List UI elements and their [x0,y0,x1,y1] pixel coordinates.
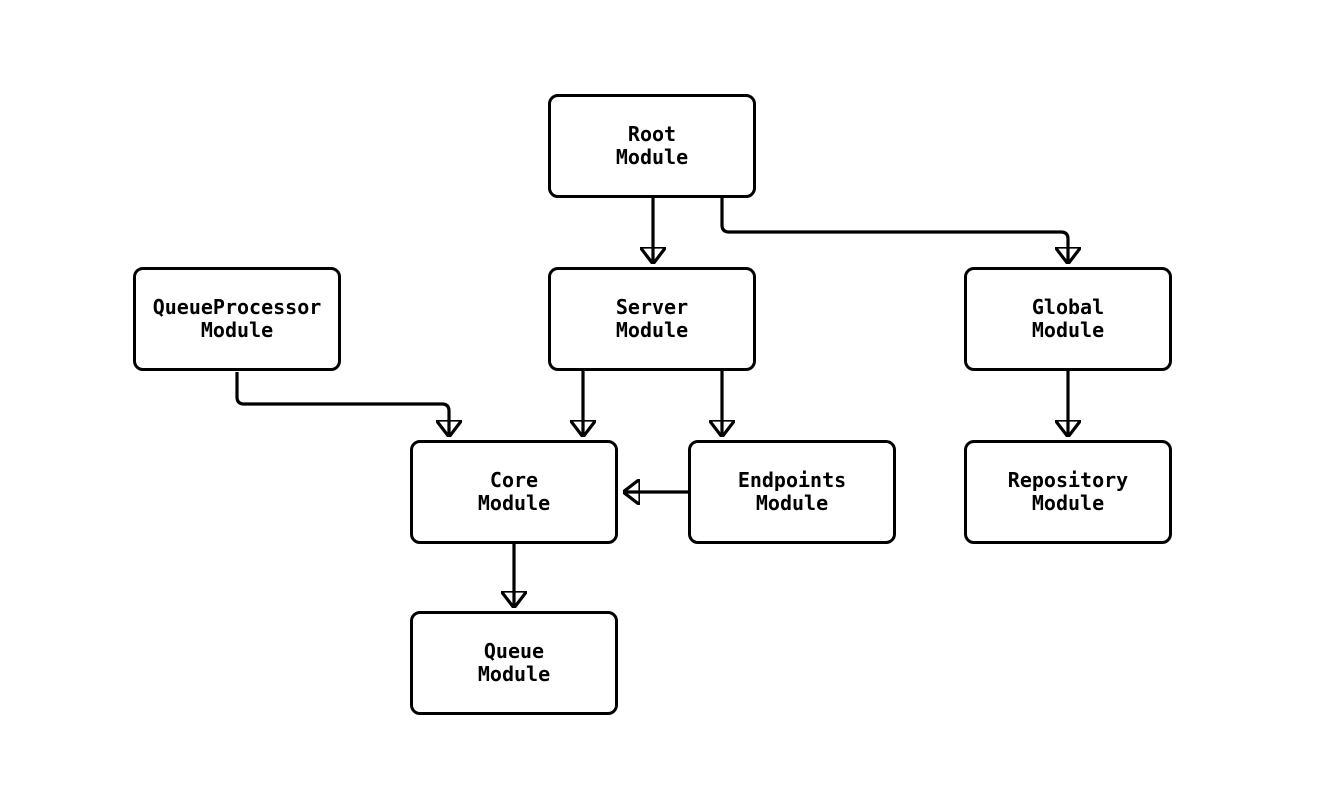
node-repository-module: Repository Module [964,440,1172,544]
node-queue-module: Queue Module [410,611,618,715]
node-root-module-label: Root Module [615,122,689,169]
node-core-module-label: Core Module [477,468,551,515]
node-root-module: Root Module [548,94,756,198]
edge-queueprocessor-to-core [235,372,449,437]
node-server-module-label: Server Module [615,295,689,342]
node-endpoints-module: Endpoints Module [688,440,896,544]
node-core-module: Core Module [410,440,618,544]
node-server-module: Server Module [548,267,756,371]
node-queueprocessor-module: QueueProcessor Module [133,267,341,371]
node-repository-module-label: Repository Module [1007,468,1129,515]
node-global-module: Global Module [964,267,1172,371]
node-queueprocessor-module-label: QueueProcessor Module [152,295,322,342]
edge-root-to-global [720,198,1068,264]
node-endpoints-module-label: Endpoints Module [737,468,847,515]
node-global-module-label: Global Module [1031,295,1105,342]
node-queue-module-label: Queue Module [477,639,551,686]
